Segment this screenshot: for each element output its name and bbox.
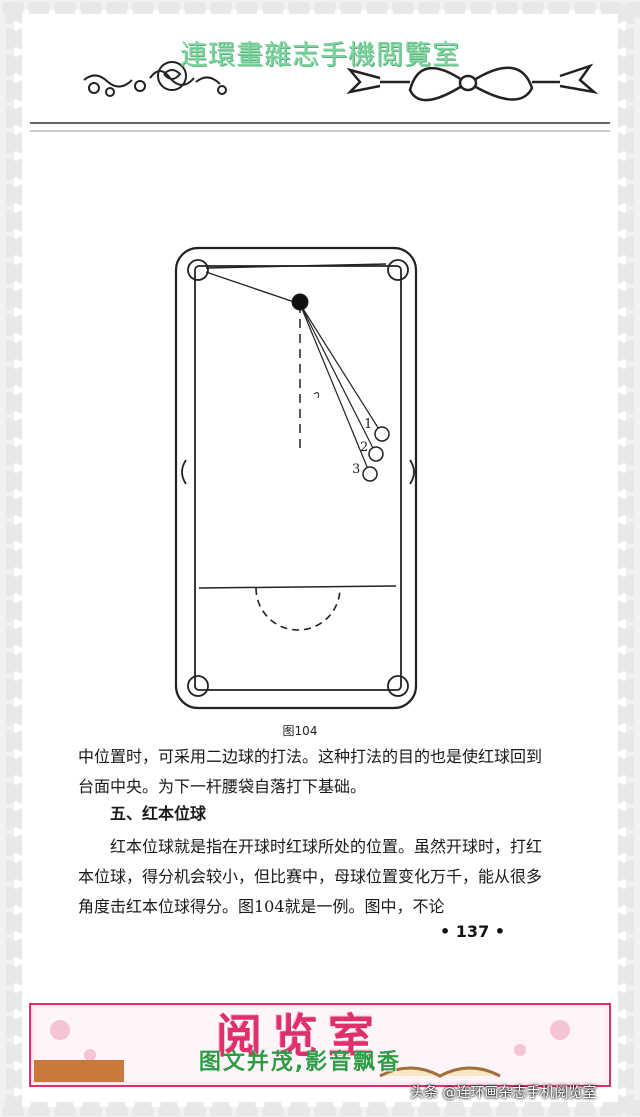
paragraph-2: 红本位球就是指在开球时红球所处的位置。虽然开球时，打红本位球，得分机会较小，但比… <box>78 837 543 916</box>
ball-label-2: 2 <box>360 440 368 455</box>
figure-caption: 图104 <box>282 724 318 738</box>
page-number: • 137 • <box>440 922 505 941</box>
reading-room-banner <box>29 1003 611 1087</box>
ball-label-3: 3 <box>352 462 360 477</box>
watermark-text: 头条 @连环画杂志手机阅览室 <box>410 1085 597 1101</box>
paragraph-1: 中位置时，可采用二边球的打法。这种打法的目的也是使红球回到台面中央。为下一杆腰袋… <box>78 747 543 796</box>
magazine-title: 連環畫雜志手機閲覽室 <box>180 40 460 71</box>
banner-subtitle: 图文并茂,影音飘香 <box>198 1050 402 1075</box>
billiard-table-diagram <box>174 246 418 710</box>
section-heading: 五、红本位球 <box>110 804 207 823</box>
flower-vine-icon <box>83 61 227 97</box>
ball-label-1: 1 <box>364 417 372 432</box>
ribbon-bow-icon <box>346 63 599 102</box>
banner-title: 阅览室 <box>216 1009 384 1063</box>
